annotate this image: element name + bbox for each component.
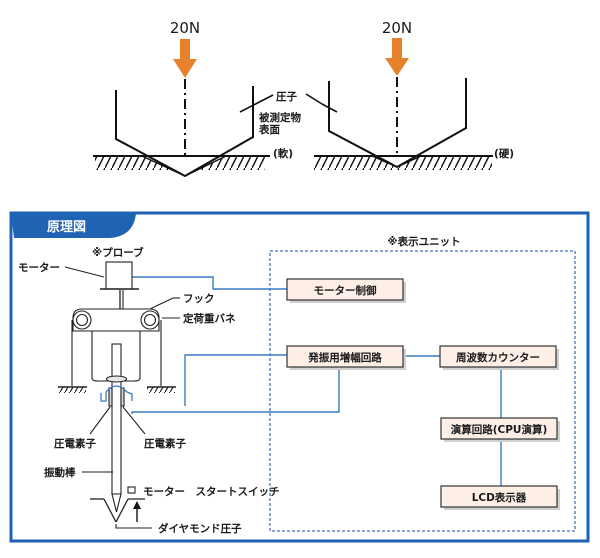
indenter-soft	[115, 86, 254, 178]
block-motor-control: モーター制御	[286, 278, 406, 303]
display-unit: ※表示ユニット	[269, 235, 576, 532]
force-arrow-hard	[385, 38, 409, 76]
hard-material-diagram: 20N (硬)	[314, 19, 514, 170]
display-unit-title: ※表示ユニット	[387, 235, 460, 248]
force-label-hard: 20N	[382, 19, 412, 37]
diamond-indenter-label: ダイヤモンド圧子	[158, 522, 242, 535]
motor-block	[105, 261, 133, 290]
up-arrow-icon	[133, 501, 141, 522]
hardness-label-hard: (硬)	[494, 148, 514, 160]
piezo-left-label: 圧電素子	[54, 437, 96, 450]
block-freq-counter: 周波数カウンター	[439, 345, 559, 370]
principle-title-tab	[11, 213, 136, 238]
force-label-soft: 20N	[170, 19, 200, 37]
principle-title: 原理図	[47, 220, 86, 235]
spring-label: 定荷重バネ	[182, 312, 236, 325]
soft-material-diagram: 20N 圧子 被測定物 表面 (軟)	[93, 19, 323, 178]
piezo-right-label: 圧電素子	[144, 437, 186, 450]
block-label: モーター制御	[314, 284, 377, 297]
wire-motor	[132, 276, 287, 290]
block-lcd: LCD表示器	[440, 485, 560, 510]
display-unit-border	[269, 250, 576, 532]
indenter-hard	[328, 78, 467, 169]
wiring	[131, 276, 502, 486]
surface-label-line2: 表面	[258, 123, 280, 136]
switch-icon	[127, 486, 136, 494]
force-arrow-soft	[173, 39, 197, 78]
vibration-rod	[111, 343, 122, 495]
block-label: 発振用増幅回路	[307, 351, 382, 364]
motor-label: モーター	[18, 262, 60, 274]
probe-title: ※プローブ	[92, 246, 144, 259]
block-label: 演算回路(CPU演算)	[451, 423, 548, 436]
probe: ※プローブ モーター フック 定荷重バネ	[18, 246, 280, 535]
block-oscillator-amp: 発振用増幅回路	[286, 345, 406, 370]
block-label: 周波数カウンター	[456, 351, 540, 364]
hook-label: フック	[183, 293, 215, 305]
wire-piezo-upper	[184, 354, 287, 406]
hardness-label-soft: (軟)	[273, 147, 293, 160]
wire-piezo-lower	[131, 366, 340, 414]
rod-label: 振動棒	[44, 466, 76, 479]
start-switch-label: モーター スタートスイッチ	[143, 486, 280, 498]
indenter-label: 圧子	[276, 91, 297, 103]
surface-label-line1: 被測定物	[259, 111, 301, 124]
block-calc-circuit: 演算回路(CPU演算)	[440, 417, 560, 442]
block-label: LCD表示器	[472, 491, 527, 504]
